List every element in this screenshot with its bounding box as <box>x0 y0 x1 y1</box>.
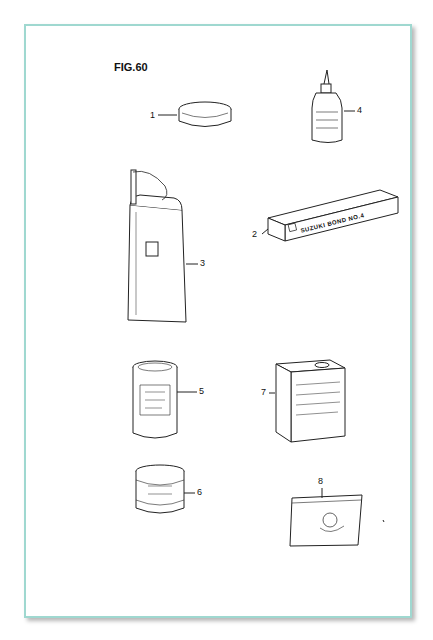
figure-title: FIG.60 <box>114 62 148 73</box>
callout-number: 5 <box>199 387 204 396</box>
callout-number: 8 <box>318 477 323 486</box>
callout-number: 3 <box>200 259 205 268</box>
callout-number: 1 <box>150 111 155 120</box>
callout-number: 2 <box>252 230 257 239</box>
callout-number: 4 <box>357 106 362 115</box>
callout-number: 7 <box>261 388 266 397</box>
callout-number: 6 <box>197 488 202 497</box>
